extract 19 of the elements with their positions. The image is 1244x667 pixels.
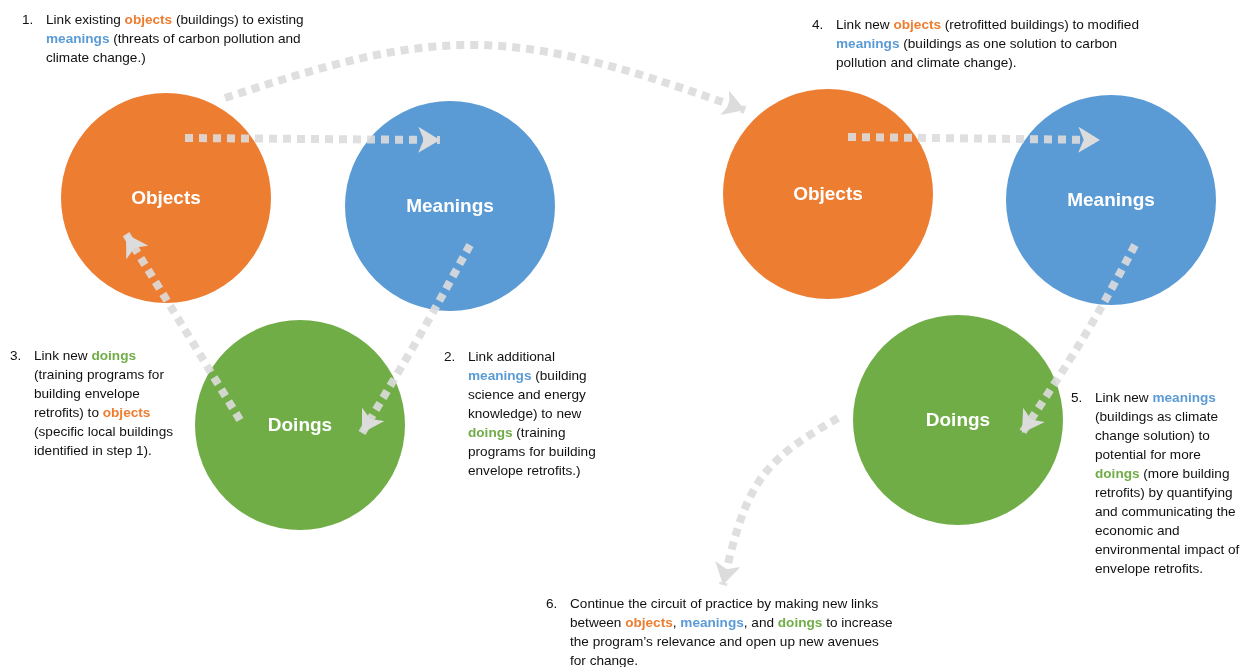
arrow xyxy=(122,231,244,423)
arrow xyxy=(184,126,441,153)
circle-label: Objects xyxy=(131,187,201,209)
step-text: 6. Continue the circuit of practice by making new links between objects, meanings, and doings to increase the program’s relevance and open up new avenues for change. xyxy=(546,594,894,667)
step-text: 1. Link existing objects (buildings) to existing meanings (threats of carbon pollution and climate change.) xyxy=(22,11,304,67)
circle-label: Objects xyxy=(793,183,863,205)
step-text: 2. Link additional meanings (building science and energy knowledge) to new doings (training programs for building envelope retrofits.) xyxy=(444,348,597,480)
arrow xyxy=(358,243,474,436)
arrow xyxy=(715,414,840,586)
circle-label: Doings xyxy=(267,414,333,436)
circle-label: Meanings xyxy=(406,195,494,217)
step-text: 5. Link new meanings (buildings as climate change solution) to potential for more doings (more building retrofits) by quantifying and communicating the economic and environmental impact of envelope retrofits. xyxy=(1071,389,1241,578)
step-text: 3. Link new doings (training programs for building envelope retrofits) to objects (specific local buildings identified in step 1). xyxy=(10,347,175,460)
step-text: 4. Link new objects (retrofitted buildings) to modified meanings (buildings as one solution to carbon pollution and climate change). xyxy=(812,16,1140,72)
circle-label: Meanings xyxy=(1067,189,1155,211)
arrow xyxy=(1018,243,1139,436)
arrow xyxy=(223,41,747,116)
arrow xyxy=(847,126,1101,153)
circle-label: Doings xyxy=(925,409,991,431)
